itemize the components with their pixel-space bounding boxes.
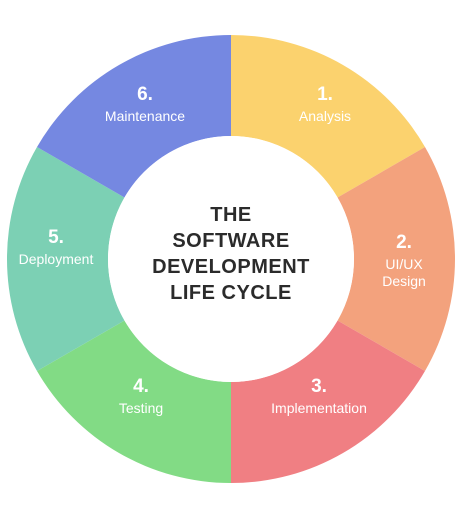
- segment-6-number: 6.: [137, 84, 153, 105]
- segment-4: [37, 320, 231, 483]
- segment-5-number: 5.: [48, 227, 64, 248]
- segment-1-label-1: Analysis: [299, 108, 351, 124]
- center-title-line-2: SOFTWARE: [172, 230, 289, 252]
- segment-6-label-1: Maintenance: [105, 108, 185, 124]
- segment-5-label-1: Deployment: [19, 251, 94, 267]
- segment-3-number: 3.: [311, 376, 327, 397]
- segment-1: [231, 35, 425, 198]
- center-title: THE SOFTWARE DEVELOPMENT LIFE CYCLE: [152, 204, 310, 304]
- segment-2-label-2: Design: [382, 273, 426, 289]
- segment-3-label-1: Implementation: [271, 400, 367, 416]
- center-title-line-1: THE: [210, 204, 252, 226]
- segment-4-label-1: Testing: [119, 400, 163, 416]
- segment-2: [337, 147, 455, 371]
- segment-5: [6, 147, 125, 371]
- center-title-line-4: LIFE CYCLE: [170, 282, 292, 304]
- segment-1-number: 1.: [317, 84, 333, 105]
- segment-6: [37, 35, 231, 198]
- segment-2-label-1: UI/UX: [385, 256, 423, 272]
- segment-4-number: 4.: [133, 376, 149, 397]
- cycle-segments: [6, 35, 455, 483]
- center-circle: [108, 136, 354, 382]
- segment-3: [231, 320, 425, 483]
- segment-2-number: 2.: [396, 232, 412, 253]
- center-title-line-3: DEVELOPMENT: [152, 256, 310, 278]
